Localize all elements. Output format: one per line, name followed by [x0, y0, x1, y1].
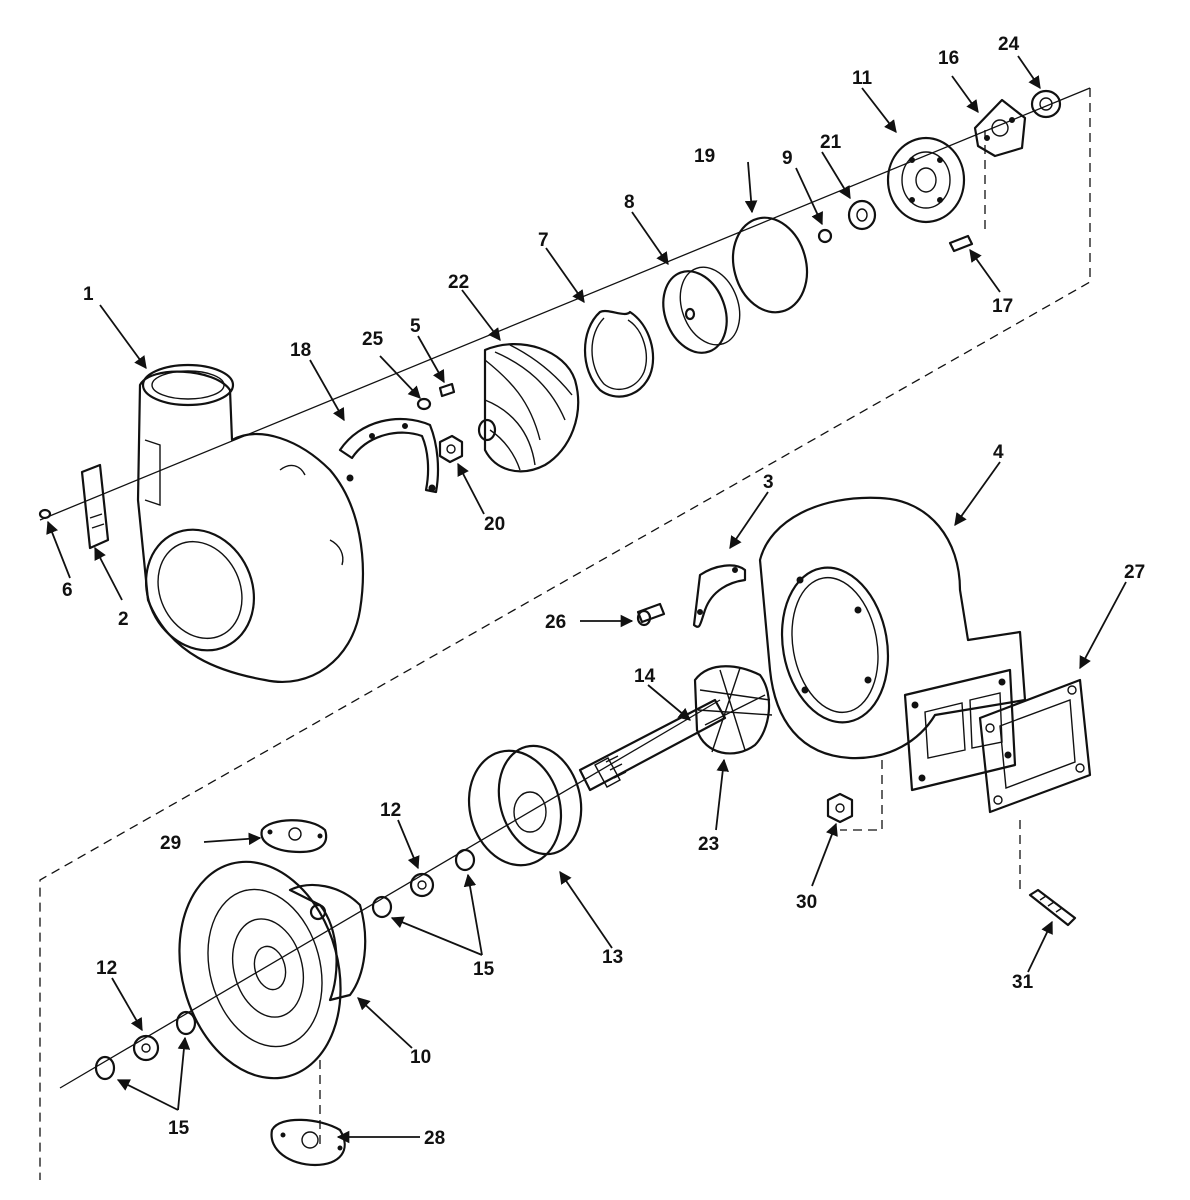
- gasket-29: [260, 819, 328, 854]
- gasket-28: [270, 1118, 346, 1167]
- assembly-axes: [39, 87, 1091, 1180]
- callout-4: 4: [993, 442, 1004, 463]
- callout-2: 2: [118, 609, 129, 630]
- callout-30: 30: [796, 892, 817, 913]
- nut-20: [438, 434, 464, 464]
- bracket-plate: [80, 463, 110, 550]
- gasket-27: [978, 678, 1092, 814]
- callout-26: 26: [545, 612, 566, 633]
- seal-nut-24: [1030, 89, 1062, 119]
- callout-16: 16: [938, 48, 959, 69]
- thrust-collar: [847, 199, 877, 231]
- bolt-5: [438, 382, 456, 398]
- callout-12a: 12: [380, 800, 401, 821]
- callout-31: 31: [1012, 972, 1034, 993]
- callout-22: 22: [448, 272, 469, 293]
- callout-23: 23: [698, 834, 719, 855]
- callout-7: 7: [538, 230, 549, 251]
- callout-6: 6: [62, 580, 73, 601]
- screw-17: [948, 234, 974, 253]
- callout-25: 25: [362, 329, 384, 350]
- washer-25: [416, 397, 432, 411]
- callout-15b: 15: [168, 1118, 190, 1139]
- turbine-housing: [758, 496, 1027, 760]
- callout-27: 27: [1124, 562, 1145, 583]
- leader-lines: [46, 55, 1127, 1144]
- callout-24: 24: [998, 34, 1020, 55]
- insert-plate: [662, 266, 741, 354]
- callout-3: 3: [763, 472, 774, 493]
- callout-9: 9: [782, 148, 793, 169]
- clamp-segment: [692, 564, 747, 628]
- screw-6: [38, 508, 52, 520]
- journal-bearing-12-upper: [409, 872, 435, 898]
- callout-10: 10: [410, 1047, 431, 1068]
- stud-31: [1028, 888, 1077, 927]
- callout-numbers: 1 2 3 4 5 6 7 8 9 10 11 12 12 13 14 15 1…: [62, 34, 1145, 1149]
- shaft-and-turbine-wheel: [578, 665, 773, 792]
- callout-11: 11: [852, 68, 873, 89]
- callout-12b: 12: [96, 958, 117, 979]
- o-ring: [731, 216, 809, 314]
- callout-21: 21: [820, 132, 842, 153]
- callout-8: 8: [624, 192, 635, 213]
- callout-17: 17: [992, 296, 1013, 317]
- callout-15a: 15: [473, 959, 495, 980]
- callout-19: 19: [694, 146, 715, 167]
- backplate-ring-segment: [338, 417, 440, 494]
- flange-plate: [973, 98, 1027, 158]
- callout-13: 13: [602, 947, 623, 968]
- ring-15-lower-b: [94, 1055, 116, 1081]
- callout-20: 20: [484, 514, 505, 535]
- thrust-bearing: [886, 136, 966, 224]
- heat-shield: [467, 744, 583, 867]
- ring-9: [817, 228, 833, 244]
- snap-ring: [583, 309, 655, 398]
- bolt-26: [636, 602, 666, 627]
- callout-1: 1: [83, 284, 94, 305]
- ring-15-upper-a: [454, 848, 476, 872]
- compressor-housing: [136, 363, 365, 683]
- ring-15-upper-b: [371, 895, 393, 919]
- exhaust-flange: [903, 668, 1017, 792]
- center-housing: [178, 860, 367, 1080]
- journal-bearing-12-lower: [132, 1034, 160, 1062]
- callout-14: 14: [634, 666, 656, 687]
- ring-15-lower-a: [175, 1010, 197, 1036]
- callout-18: 18: [290, 340, 311, 361]
- nut-30: [826, 792, 854, 824]
- callout-28: 28: [424, 1128, 445, 1149]
- compressor-wheel: [477, 343, 580, 473]
- callout-5: 5: [410, 316, 421, 337]
- callout-29: 29: [160, 833, 181, 854]
